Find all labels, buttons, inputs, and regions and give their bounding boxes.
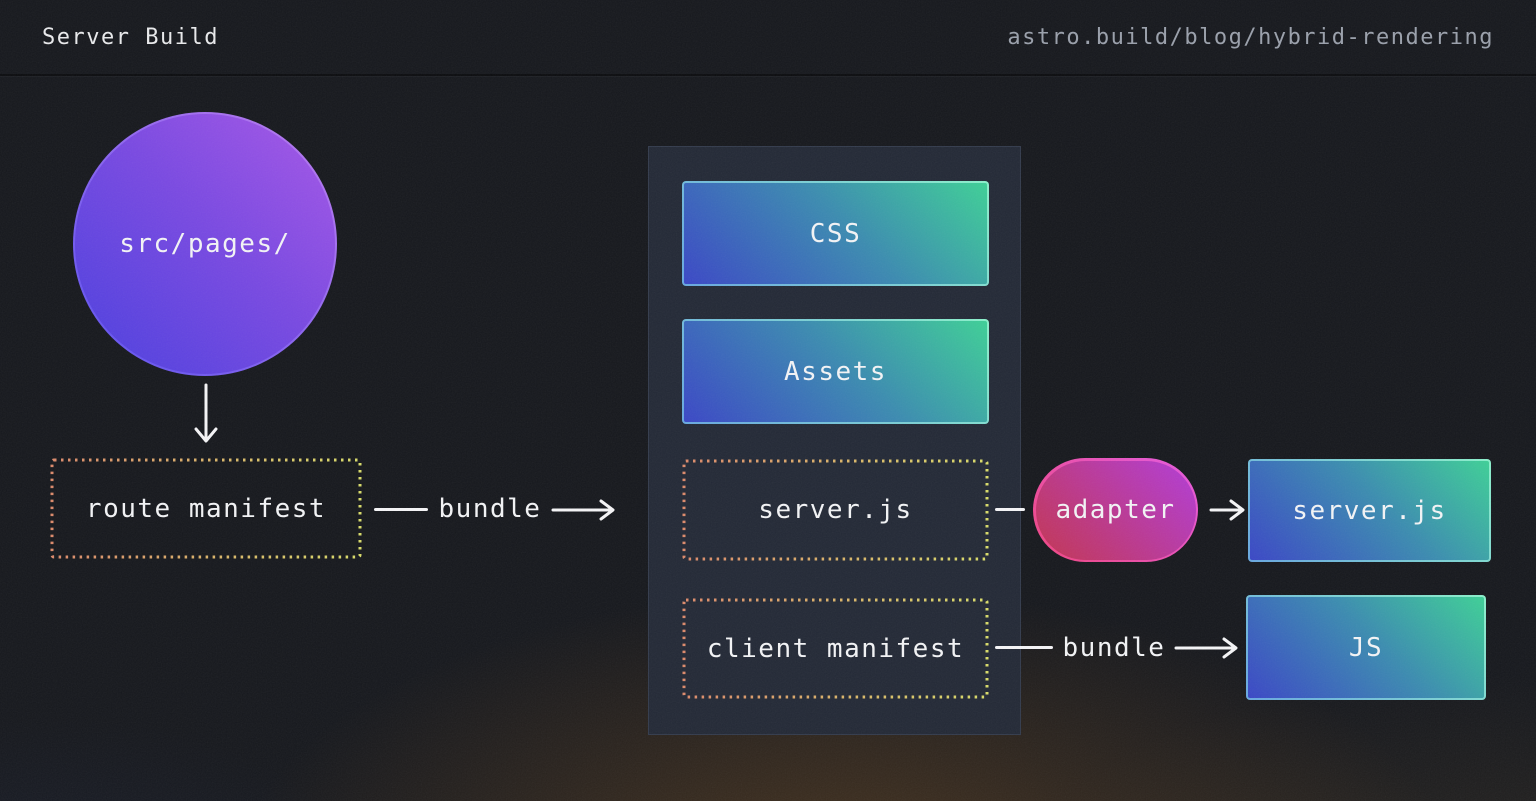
connector-line: [995, 646, 1053, 649]
node-js-output-label: JS: [1348, 632, 1384, 663]
node-route-manifest-label: route manifest: [85, 493, 327, 524]
node-src-pages-label: src/pages/: [119, 229, 291, 259]
node-server-js-output-fill: server.js: [1250, 461, 1489, 560]
node-server-js-output: server.js: [1248, 459, 1491, 562]
node-css-label: CSS: [809, 218, 862, 249]
edge-label-bundle-bottom-text: bundle: [1062, 633, 1166, 663]
node-assets: Assets: [682, 319, 989, 424]
arrow-down-icon: [194, 383, 218, 443]
node-src-pages: src/pages/: [73, 112, 337, 376]
arrow-right-icon: [551, 499, 615, 521]
node-adapter-fill: adapter: [1035, 460, 1196, 560]
edge-label-bundle-top: bundle: [432, 493, 548, 525]
node-client-manifest-label: client manifest: [706, 633, 965, 664]
node-js-output-fill: JS: [1248, 597, 1484, 698]
node-client-manifest: client manifest: [682, 598, 989, 699]
source-url-text: astro.build/blog/hybrid-rendering: [1007, 24, 1494, 50]
node-css-fill: CSS: [684, 183, 987, 284]
connector-line: [995, 508, 1025, 511]
page-title: Server Build: [42, 24, 219, 50]
node-server-js-bundle-label: server.js: [758, 495, 913, 525]
node-assets-fill: Assets: [684, 321, 987, 422]
node-server-js-output-label: server.js: [1292, 495, 1447, 526]
node-route-manifest: route manifest: [50, 458, 362, 559]
node-adapter: adapter: [1033, 458, 1198, 562]
build-output-container: CSS Assets server.js client manifest: [648, 146, 1021, 735]
node-js-output: JS: [1246, 595, 1486, 700]
arrow-right-icon: [1209, 499, 1245, 521]
connector-line: [374, 508, 428, 511]
node-css: CSS: [682, 181, 989, 286]
node-adapter-label: adapter: [1055, 495, 1176, 525]
header-bar: Server Build astro.build/blog/hybrid-ren…: [0, 0, 1536, 76]
edge-label-bundle-top-text: bundle: [438, 494, 542, 524]
node-assets-label: Assets: [784, 356, 887, 387]
edge-label-bundle-bottom: bundle: [1056, 632, 1172, 664]
arrow-right-icon: [1174, 637, 1238, 659]
node-server-js-bundle: server.js: [682, 459, 989, 561]
node-src-pages-fill: src/pages/: [75, 114, 335, 374]
